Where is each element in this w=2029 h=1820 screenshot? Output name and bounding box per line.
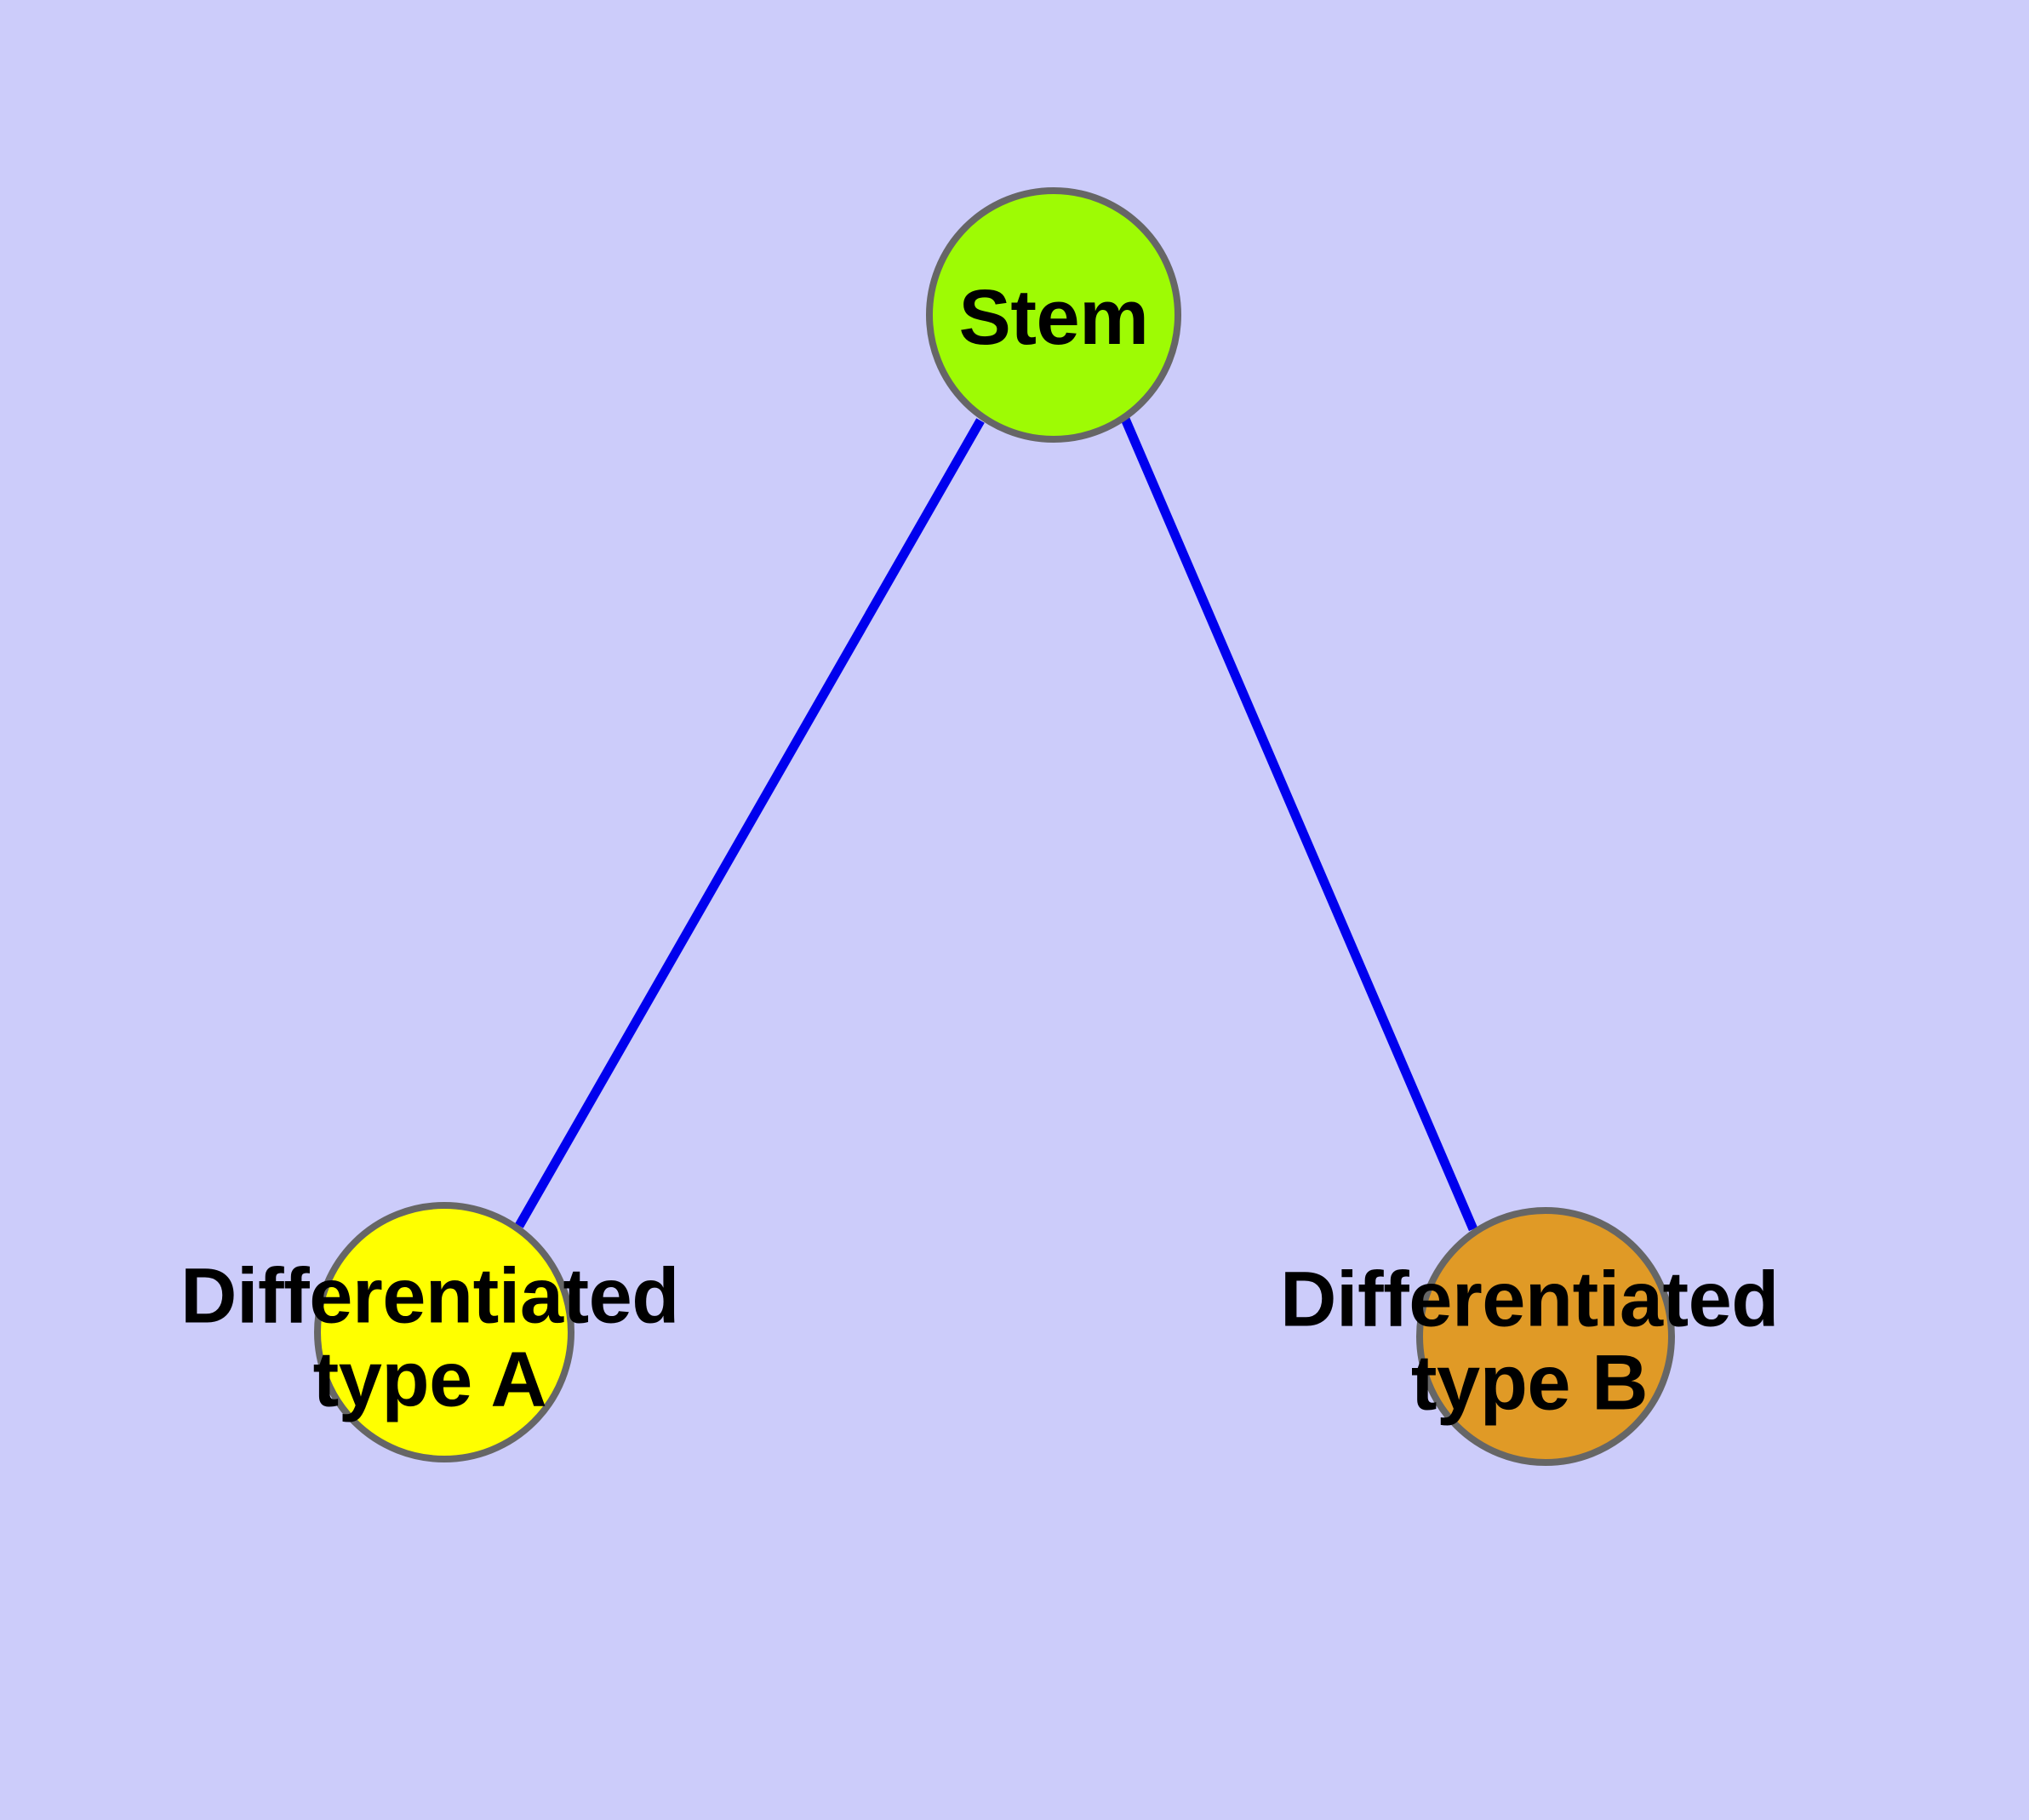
edge-stem-to-diff-a xyxy=(515,418,985,1228)
edge-stem-to-diff-b xyxy=(1120,416,1478,1232)
edge-layer xyxy=(515,416,1478,1232)
node-layer xyxy=(314,187,1675,1466)
node-differentiated-type-b[interactable] xyxy=(1416,1207,1675,1466)
node-stem[interactable] xyxy=(926,187,1181,443)
node-differentiated-type-a[interactable] xyxy=(314,1202,574,1462)
